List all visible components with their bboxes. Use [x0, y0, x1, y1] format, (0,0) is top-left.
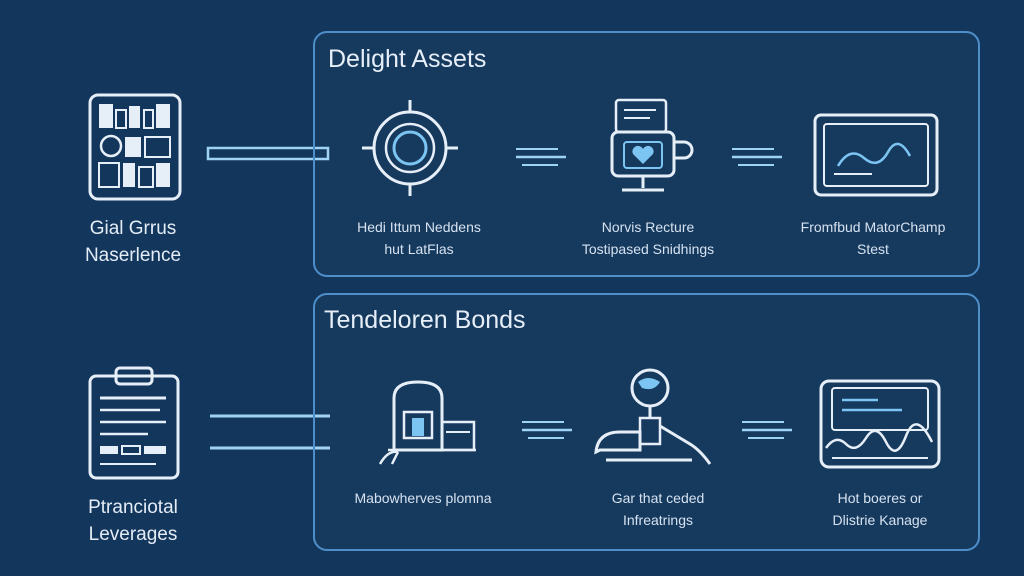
section-2-left-label: Ptranciotal Leverages: [48, 494, 218, 548]
section-2-panel: [313, 293, 980, 551]
section-1-panel: [313, 31, 980, 277]
caption-line: Norvis Recture: [601, 219, 695, 235]
caption-line: Hot boeres or: [837, 490, 923, 506]
section-1-flow-arrow-1: [514, 145, 568, 169]
section-1-step-1-caption: Hedi Ittum Neddens hut LatFlas: [314, 216, 524, 260]
section-2-flow-arrow-2: [740, 418, 794, 442]
caption-line: Stest: [857, 241, 889, 257]
section-2-step-3-caption: Hot boeres or Dlistrie Kanage: [775, 487, 985, 531]
caption-line: hut LatFlas: [384, 241, 454, 257]
globe-figure-icon: [590, 366, 720, 470]
section-2-step-2-caption: Gar that ceded Infreatrings: [553, 487, 763, 531]
monitor-wave-icon: [812, 112, 940, 198]
caption-line: Tostipased Snidhings: [581, 241, 715, 257]
caption-line: Gar that ceded: [611, 490, 705, 506]
caption-line: Dlistrie Kanage: [832, 512, 928, 528]
section-1-left-label: Gial Grrus Naserlence: [48, 215, 218, 269]
section-1-flow-arrow-2: [730, 145, 784, 169]
target-ring-icon: [358, 96, 462, 200]
section-2-step-1-caption: Mabowherves plomna: [318, 487, 528, 509]
screen-landscape-icon: [818, 378, 942, 470]
left-label-line: Naserlence: [84, 245, 182, 266]
asset-collage-icon: [88, 93, 182, 201]
caption-line: Mabowherves plomna: [354, 490, 492, 506]
section-1-entry-connector: [206, 146, 330, 162]
caption-line: Fromfbud MatorChamp: [800, 219, 946, 235]
left-label-line: Gial Grrus: [89, 218, 177, 239]
caption-line: Infreatrings: [622, 512, 694, 528]
heart-mug-icon: [604, 96, 700, 200]
clipboard-document-icon: [86, 364, 182, 482]
section-1-title: Delight Assets: [328, 45, 487, 73]
section-1-step-3-caption: Fromfbud MatorChamp Stest: [768, 216, 978, 260]
section-2-entry-connector: [208, 410, 332, 456]
section-2-title: Tendeloren Bonds: [324, 306, 526, 334]
caption-line: Hedi Ittum Neddens: [357, 219, 481, 235]
section-1-step-2-caption: Norvis Recture Tostipased Snidhings: [543, 216, 753, 260]
section-2-flow-arrow-1: [520, 418, 574, 442]
left-label-line: Ptranciotal: [88, 497, 178, 518]
left-label-line: Leverages: [88, 524, 178, 545]
backpack-icon: [376, 378, 480, 468]
